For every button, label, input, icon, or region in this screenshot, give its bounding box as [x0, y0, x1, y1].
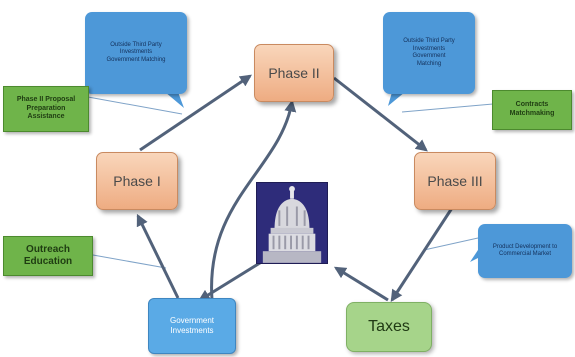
bubble-tail-left: [165, 92, 184, 108]
product-development-text: Product Development to Commercial Market: [492, 243, 558, 258]
arrow-government-to-phase1: [136, 213, 180, 299]
outside-investments-right-text: Outside Third Party Investments Governme…: [403, 38, 455, 67]
arrow-phase3-to-taxes: [390, 207, 454, 303]
product-development-bubble: Product Development to Commercial Market: [478, 224, 572, 278]
taxes-box: Taxes: [346, 302, 432, 352]
phase-1-box: Phase I: [96, 152, 178, 210]
contracts-matchmaking-box: Contracts Matchmaking: [492, 90, 572, 130]
phase-3-box: Phase III: [414, 152, 496, 210]
callout-line-product: [423, 237, 479, 251]
bubble-tail-right: [388, 92, 405, 106]
outside-investments-bubble-left: Outside Third Party Investments Governme…: [85, 12, 187, 94]
arrow-phase1-to-phase2: [139, 74, 252, 152]
phase-2-box: Phase II: [254, 44, 334, 102]
government-investments-text: Government Investments: [169, 316, 215, 335]
arrow-phase2-to-phase3: [333, 76, 428, 152]
outreach-education-box: Outreach Education: [3, 236, 93, 276]
phase2-proposal-assistance-box: Phase II Proposal Preparation Assistance: [3, 86, 89, 132]
phase2-proposal-text: Phase II Proposal Preparation Assistance: [16, 95, 76, 121]
capitol-image: [256, 182, 328, 264]
capitol-dome-icon: [257, 183, 327, 263]
arrow-government-to-phase2: [210, 99, 297, 301]
callout-line-outreach: [92, 254, 167, 269]
contracts-matchmaking-text: Contracts Matchmaking: [509, 101, 555, 117]
government-investments-box: Government Investments: [148, 298, 236, 354]
outside-investments-bubble-right: Outside Third Party Investments Governme…: [383, 12, 475, 94]
callout-line-contracts: [401, 103, 494, 113]
phase-3-label: Phase III: [427, 173, 483, 189]
callout-line-proposal: [87, 96, 183, 115]
phase-2-label: Phase II: [268, 65, 320, 81]
phase-1-label: Phase I: [113, 173, 161, 189]
outside-investments-left-text: Outside Third Party Investments Governme…: [106, 41, 166, 63]
arrow-taxes-to-capitol: [333, 266, 389, 302]
taxes-label: Taxes: [368, 318, 410, 335]
outreach-education-text: Outreach Education: [23, 243, 73, 268]
